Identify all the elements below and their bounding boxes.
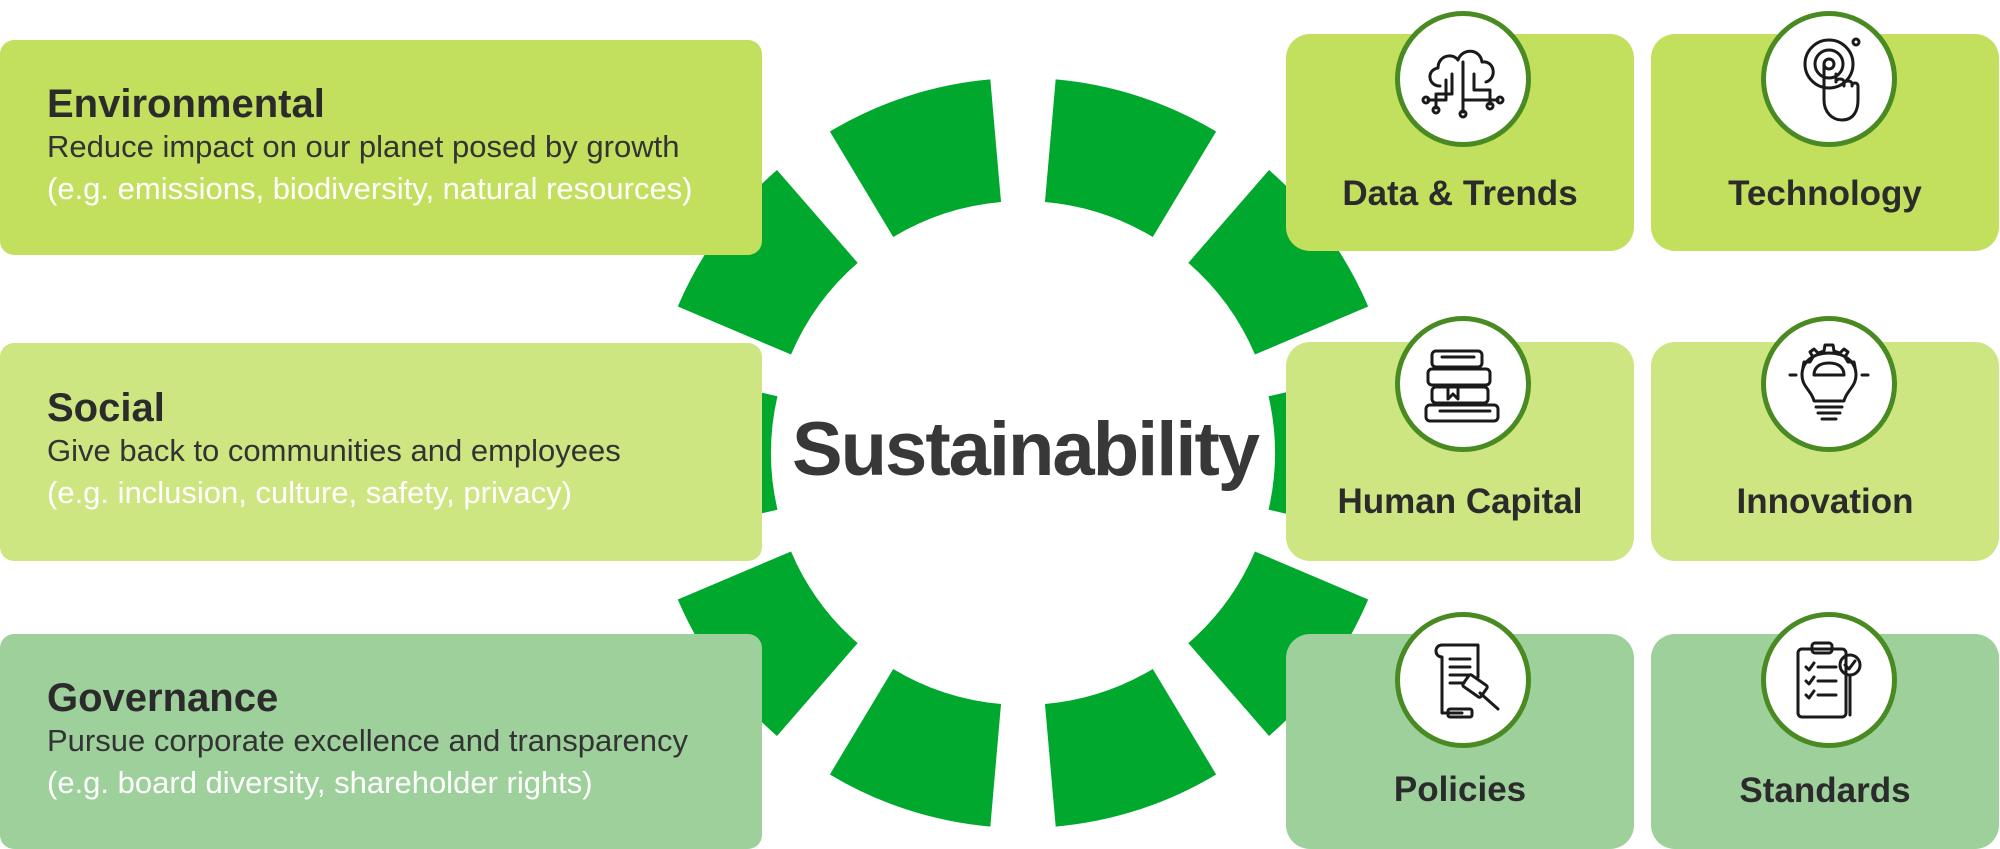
pillar-social: Social Give back to communities and empl… — [0, 343, 762, 561]
ring-segment — [677, 169, 858, 355]
document-gavel-icon — [1395, 612, 1531, 748]
ring-segment — [1188, 551, 1369, 737]
pillar-examples: (e.g. board diversity, shareholder right… — [47, 764, 593, 800]
pillar-examples: (e.g. inclusion, culture, safety, privac… — [47, 474, 572, 510]
ring-segment — [677, 551, 858, 737]
pillar-description: Give back to communities and employees — [47, 433, 621, 468]
card-label: Human Capital — [1337, 482, 1583, 521]
lightbulb-gear-icon — [1761, 316, 1897, 452]
card-label: Standards — [1739, 771, 1911, 810]
pillar-governance: Governance Pursue corporate excellence a… — [0, 634, 762, 849]
ring-segment — [829, 79, 1002, 237]
pillar-title: Environmental — [47, 82, 325, 126]
ring-segment — [829, 669, 1002, 827]
card-label: Technology — [1728, 174, 1922, 213]
touch-icon — [1761, 11, 1897, 147]
ring-segment — [1188, 169, 1369, 355]
card-label: Innovation — [1736, 482, 1914, 521]
center-title: Sustainability — [791, 407, 1260, 492]
pillar-environmental: Environmental Reduce impact on our plane… — [0, 40, 762, 255]
books-icon — [1395, 316, 1531, 452]
pillar-examples: (e.g. emissions, biodiversity, natural r… — [47, 170, 693, 206]
pillar-description: Pursue corporate excellence and transpar… — [47, 723, 689, 758]
cloud-circuit-icon — [1395, 11, 1531, 147]
ring-segment — [1044, 669, 1217, 827]
card-label: Data & Trends — [1342, 174, 1578, 213]
pillar-title: Social — [47, 386, 165, 430]
pillar-description: Reduce impact on our planet posed by gro… — [47, 129, 680, 164]
clipboard-check-icon — [1761, 612, 1897, 748]
pillar-title: Governance — [47, 676, 279, 720]
ring-segment — [1044, 79, 1217, 237]
card-label: Policies — [1393, 770, 1527, 809]
